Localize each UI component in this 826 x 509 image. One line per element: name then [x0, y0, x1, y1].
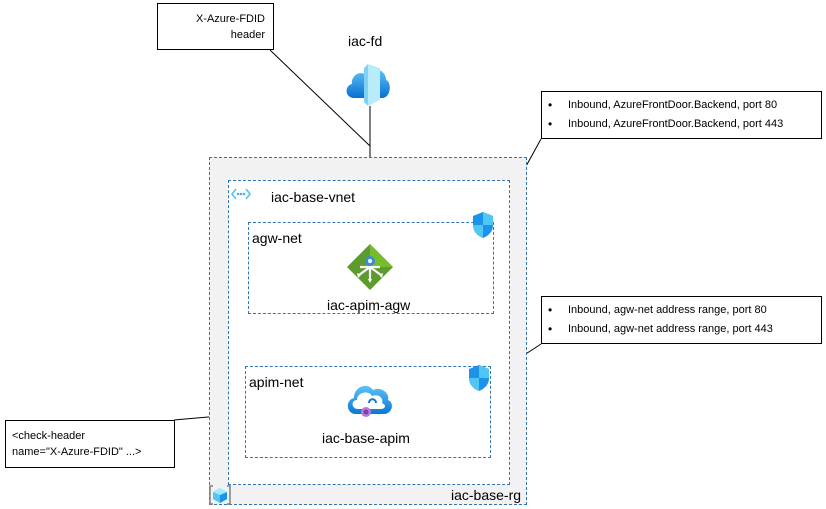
front-door-cloud-icon	[346, 64, 390, 106]
nsg-agw-rule-1: Inbound, AzureFrontDoor.Backend, port 80	[542, 96, 821, 115]
agw-subnet-container	[248, 222, 494, 314]
resource-group-icon	[209, 485, 231, 505]
header-note-box: X-Azure-FDID header	[157, 3, 274, 50]
vnet-icon	[231, 188, 251, 200]
apim-label: iac-base-apim	[322, 430, 410, 446]
policy-note-line1: <check-header	[12, 430, 86, 442]
nsg-apim-rules-box: Inbound, agw-net address range, port 80 …	[541, 296, 822, 344]
application-gateway-icon	[347, 244, 393, 290]
frontdoor-label: iac-fd	[348, 33, 383, 49]
rg-inner-fill	[228, 180, 510, 485]
vnet-container	[228, 180, 510, 485]
policy-note-box: <check-header name="X-Azure-FDID" ...>	[5, 420, 175, 468]
header-note-line2: header	[230, 29, 265, 41]
agw-subnet-label: agw-net	[252, 230, 302, 246]
nsg-apim-rule-1: Inbound, agw-net address range, port 80	[542, 301, 821, 320]
nsg-agw-rule-2: Inbound, AzureFrontDoor.Backend, port 44…	[542, 115, 821, 134]
apim-subnet-container	[245, 366, 491, 458]
nsg-apim-rule-2: Inbound, agw-net address range, port 443	[542, 320, 821, 339]
apim-subnet-label: apim-net	[249, 374, 304, 390]
header-note-connector	[269, 49, 371, 147]
vnet-label: iac-base-vnet	[271, 189, 356, 205]
policy-note-line2: name="X-Azure-FDID" ...>	[12, 446, 142, 458]
nsg-apim-shield-icon	[469, 365, 489, 391]
resource-group-label: iac-base-rg	[451, 487, 522, 503]
header-note-line1: X-Azure-FDID	[195, 13, 265, 25]
api-management-icon	[347, 385, 392, 417]
nsg-agw-rules-box: Inbound, AzureFrontDoor.Backend, port 80…	[541, 91, 822, 139]
nsg-agw-shield-icon	[473, 212, 493, 238]
agw-label: iac-apim-agw	[327, 297, 411, 313]
